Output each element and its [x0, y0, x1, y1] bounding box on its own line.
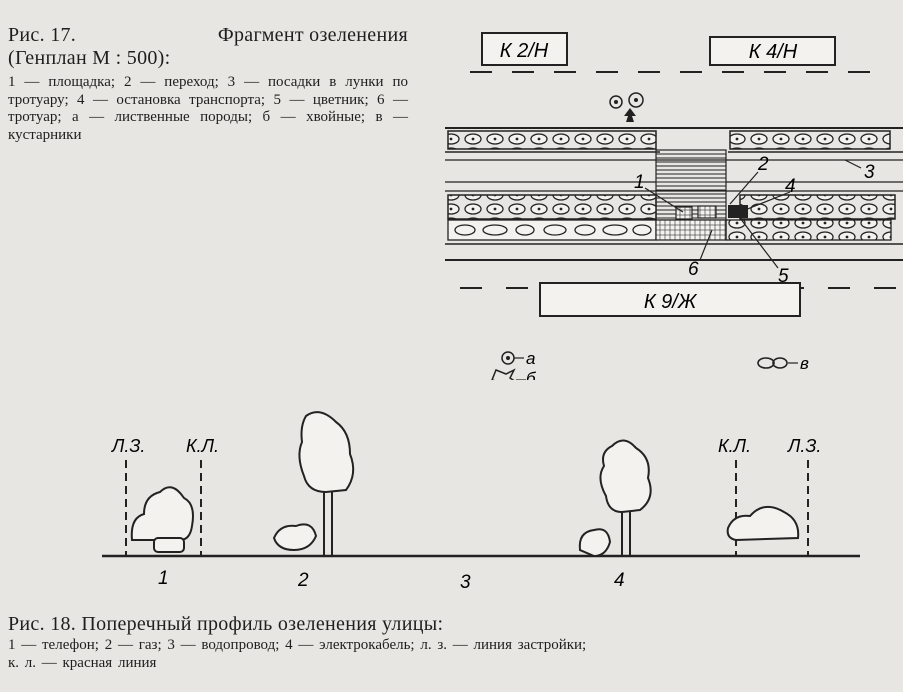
- block-k4n: [709, 36, 836, 66]
- shrub-row-left: [447, 219, 657, 241]
- symbol-shrub: [757, 357, 798, 369]
- fig17-legend: 1 — площадка; 2 — переход; 3 — посадки в…: [8, 74, 408, 143]
- fig17-caption: Рис. 17. Фрагмент озеленения (Генплан М …: [8, 24, 408, 144]
- symbol-conifer: [491, 368, 526, 380]
- profile3-number: 3: [460, 572, 471, 593]
- callout-6: 6: [688, 259, 699, 280]
- block-k9zh-label: К 9/Ж: [644, 291, 698, 313]
- block-k2n-label: К 2/Н: [500, 40, 549, 62]
- tree-cluster: [609, 92, 644, 122]
- symbol-deciduous: [501, 351, 524, 365]
- profile4-label-lz: Л.З.: [787, 436, 821, 456]
- fig17-label: Рис. 17.: [8, 24, 77, 46]
- tree-row-top-right: [729, 130, 891, 150]
- profile1-label-kl: К.Л.: [186, 436, 219, 456]
- fig18-legend-line1: 1 — телефон; 2 — газ; 3 — водопровод; 4 …: [8, 637, 587, 653]
- fig18-title: Рис. 18. Поперечный профиль озеленения у…: [8, 613, 444, 635]
- fig18-caption: Рис. 18. Поперечный профиль озеленения у…: [8, 612, 903, 672]
- profile4-hedge: [726, 505, 800, 542]
- callout-1: 1: [634, 172, 645, 193]
- callout-3: 3: [864, 162, 875, 183]
- profile2-number: 2: [297, 570, 309, 591]
- profile2-tree: [298, 411, 355, 494]
- profile4-shrub: [578, 528, 612, 558]
- profile2-shrub: [272, 523, 318, 552]
- callout-4: 4: [785, 176, 796, 197]
- callout-5: 5: [778, 266, 789, 287]
- flower-bed: [728, 205, 748, 218]
- symbol-shrub-label: в: [800, 354, 809, 373]
- block-k4n-label: К 4/Н: [749, 41, 798, 63]
- profile1-tree: [130, 486, 194, 541]
- symbol-conifer-label: б: [526, 369, 537, 380]
- fig18-profile-drawing: Л.З. К.Л. 1 2 3 4 К.Л. Л.З.: [102, 411, 860, 593]
- tree-row-top-left: [447, 130, 657, 150]
- callout-lines: [644, 159, 862, 269]
- fig17-title: Рис. 17. Фрагмент озеленения: [8, 24, 408, 46]
- shrub-row-right: [725, 219, 892, 241]
- profile4-label-kl: К.Л.: [718, 436, 751, 456]
- symbol-deciduous-label: а: [526, 349, 535, 368]
- block-k9zh: [539, 282, 801, 317]
- tree-row-mid-left: [447, 194, 657, 220]
- fig17-title-text: Фрагмент озеленения: [217, 24, 408, 46]
- profile4-number: 4: [614, 570, 625, 591]
- profile1-label-lz: Л.З.: [111, 436, 145, 456]
- profile1-number: 1: [158, 568, 169, 589]
- profile4-tree: [599, 439, 652, 514]
- fig17-scale: (Генплан М : 500):: [8, 47, 171, 69]
- callout-2: 2: [757, 154, 769, 175]
- fig18-legend-line2: к. л. — красная линия: [8, 655, 157, 671]
- block-k2n: [481, 32, 568, 66]
- fig17-plan-drawing: К 2/Н К 4/Н: [445, 32, 903, 380]
- tree-row-mid-right: [739, 194, 896, 220]
